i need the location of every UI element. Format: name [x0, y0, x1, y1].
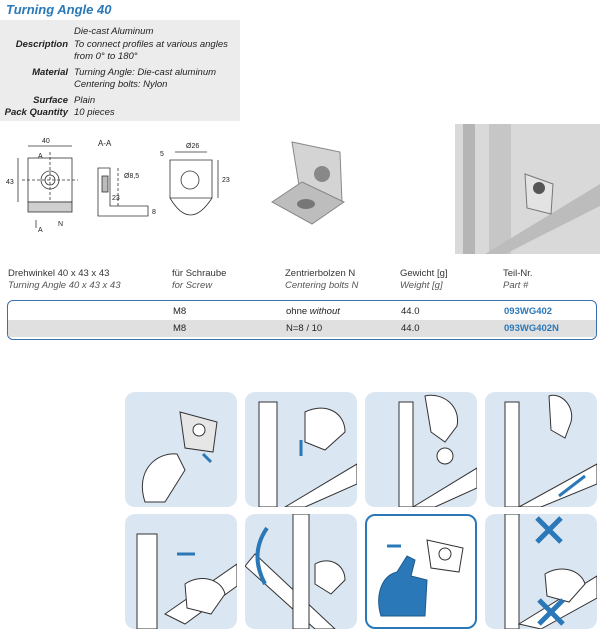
technical-drawing: 40 43 A-A A A N Ø8,5 23 5 Ø26 23 8 — [6, 138, 230, 234]
insert-into-profile-illustration — [258, 401, 357, 507]
spec-label: Description — [15, 39, 68, 50]
part-number[interactable]: 093WG402 — [504, 306, 553, 317]
section-mark: A — [38, 227, 43, 234]
dim-label: Ø26 — [186, 143, 199, 150]
fix-angle-illustration — [504, 394, 597, 507]
dim-label: 23 — [112, 195, 120, 202]
column-header: Gewicht [g]Weight [g] — [400, 268, 448, 291]
assembly-step-7-highlight — [365, 514, 477, 629]
spec-value: from 0° to 180° — [74, 51, 138, 62]
installed-photo — [455, 124, 600, 254]
product-photo — [271, 141, 345, 225]
dim-label: Ø8,5 — [124, 173, 139, 180]
section-mark: A — [38, 153, 43, 160]
spec-panel: Die-cast Aluminum Description To connect… — [0, 20, 240, 121]
tighten-screw-illustration — [398, 394, 477, 507]
table-row: M8 N=8 / 10 44.0 093WG402N — [8, 320, 596, 337]
spec-label: Surface — [33, 95, 68, 106]
assembly-step-5 — [125, 514, 237, 629]
rotate-profile-illustration — [245, 514, 346, 629]
hand-insert-bolt-illustration — [141, 411, 218, 503]
dim-label: 8 — [152, 209, 156, 216]
order-table: M8 ohne without 44.0 093WG402 M8 N=8 / 1… — [7, 300, 597, 340]
spec-value: Centering bolts: Nylon — [74, 79, 168, 90]
thumbs-up-illustration — [378, 539, 464, 617]
spec-value: To connect profiles at various angles — [74, 39, 228, 50]
dim-label: 23 — [222, 177, 230, 184]
assembly-step-4 — [485, 392, 597, 507]
assembly-step-1 — [125, 392, 237, 507]
incorrect-usage-illustration — [504, 514, 597, 629]
assembly-step-6 — [245, 514, 357, 629]
dim-label: 40 — [42, 138, 50, 145]
spec-label: Pack Quantity — [4, 107, 68, 118]
dim-label: N — [58, 221, 63, 228]
assembly-step-3 — [365, 392, 477, 507]
slide-into-groove-illustration — [136, 533, 237, 629]
dim-label: 5 — [160, 151, 164, 158]
spec-value: Die-cast Aluminum — [74, 26, 154, 37]
spec-label: Material — [32, 67, 68, 78]
part-number[interactable]: 093WG402N — [504, 323, 559, 334]
dim-label: 43 — [6, 179, 14, 186]
section-label: A-A — [98, 139, 112, 148]
spec-value: Turning Angle: Die-cast aluminum — [74, 67, 217, 78]
column-header: Teil-Nr.Part # — [503, 268, 533, 291]
assembly-step-8 — [485, 514, 597, 629]
assembly-step-2 — [245, 392, 357, 507]
spec-value: Plain — [74, 95, 96, 106]
table-row: M8 ohne without 44.0 093WG402 — [173, 306, 553, 317]
spec-value: 10 pieces — [74, 107, 115, 118]
product-title: Turning Angle 40 — [6, 2, 112, 17]
